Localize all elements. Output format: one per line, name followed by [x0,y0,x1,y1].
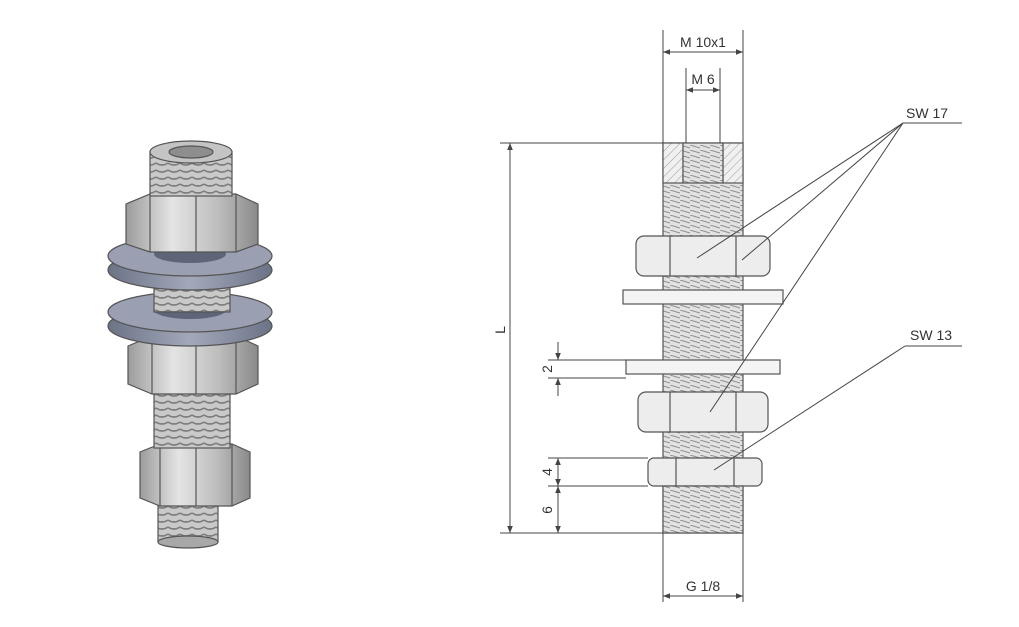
shaft-3d [153,387,231,449]
inner-thread-label: M 6 [691,71,715,87]
sw-large-leader-1 [696,122,904,259]
top-thread-3d [149,140,233,197]
inner-thread [682,142,724,184]
bottom-thread-3d [157,499,219,549]
small-hex-nut [647,457,763,487]
bottom-thread-label: G 1/8 [686,578,720,594]
sw-small-label: SW 13 [910,327,952,343]
sw-large-leader-3 [741,122,904,261]
upper-washer [622,289,784,305]
fitting-section-view: M 10x1 M 6 SW 17 SW 13 L 2 4 6 [492,30,962,602]
bottom-thread [662,485,744,534]
sw-large-label: SW 17 [906,105,948,121]
length-label: L [492,326,508,334]
sw-large-leader-2 [709,122,904,413]
fitting-3d-view [107,140,273,549]
sw-small-leader [713,345,906,471]
upper-hex-nut-3d [125,193,259,253]
lower-hex-nut [637,391,769,433]
section-hatch-left [662,142,684,184]
small-hex-nut-3d [139,443,251,507]
section-hatch-right [722,142,744,184]
top-thread-label: M 10x1 [680,34,726,50]
upper-hex-nut [635,235,771,277]
washer-thickness-label: 2 [539,365,555,373]
lower-washer [625,359,781,375]
nut-height-label: 4 [539,468,555,476]
thread-length-label: 6 [539,506,555,514]
